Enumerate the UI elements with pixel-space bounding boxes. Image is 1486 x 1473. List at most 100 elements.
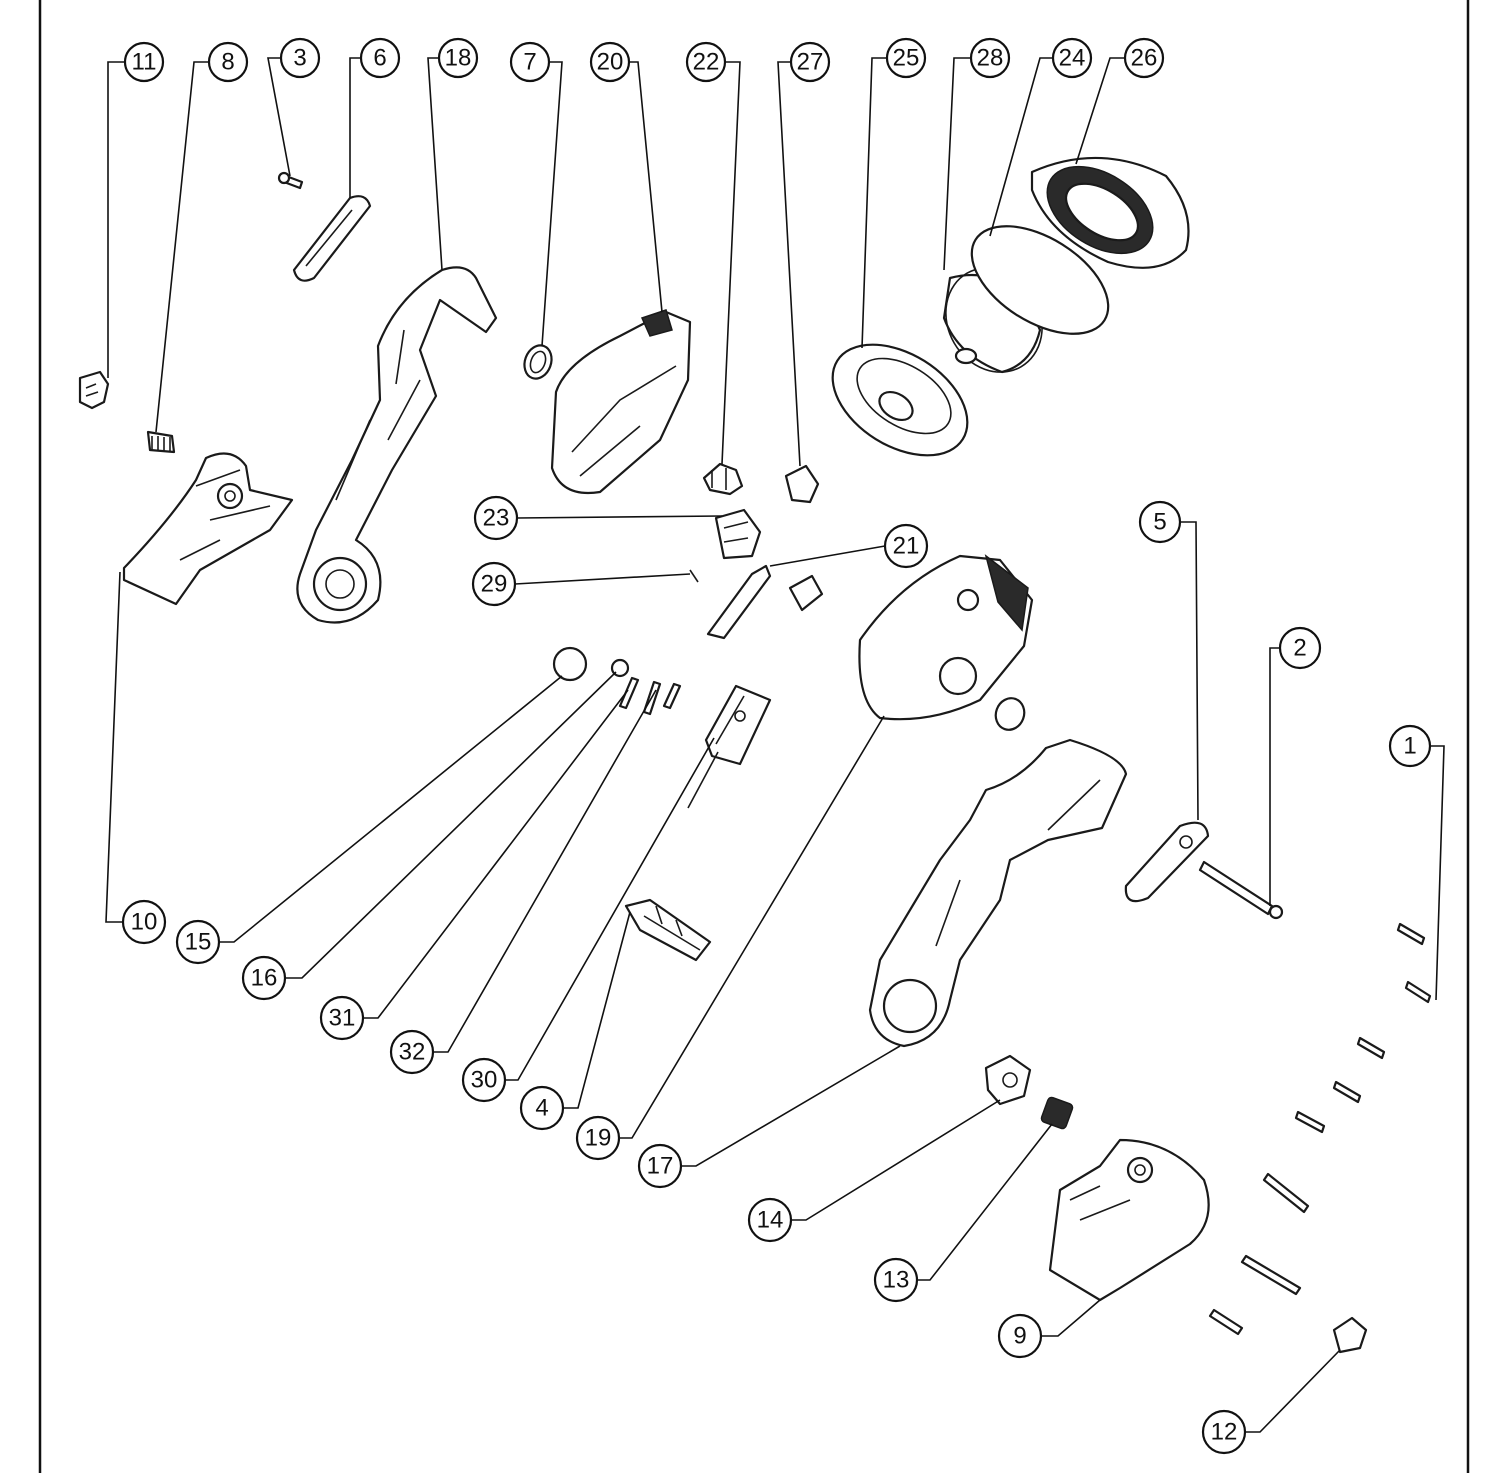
callout-22: 22 — [685, 41, 727, 83]
part-31-32-pins — [618, 676, 682, 716]
leader-line-16 — [285, 671, 617, 979]
svg-text:15: 15 — [185, 929, 212, 956]
callout-21: 21 — [883, 523, 929, 569]
svg-text:18: 18 — [445, 45, 472, 72]
callout-23: 23 — [473, 495, 519, 541]
leader-line-2 — [1269, 647, 1320, 906]
svg-text:32: 32 — [399, 1039, 426, 1066]
svg-text:30: 30 — [471, 1067, 498, 1094]
part-25-lens-ring — [831, 343, 969, 457]
callout-30: 30 — [461, 1057, 507, 1103]
callout-1: 1 — [1388, 724, 1432, 768]
svg-text:4: 4 — [535, 1095, 548, 1122]
callout-7: 7 — [509, 41, 551, 83]
callout-4: 4 — [519, 1085, 565, 1131]
part-17-handle-half — [868, 738, 1128, 1048]
callout-2: 2 — [1278, 626, 1322, 670]
leader-line-14 — [791, 1099, 1001, 1221]
leader-line-30 — [505, 737, 715, 1081]
svg-text:29: 29 — [481, 571, 508, 598]
svg-text:1: 1 — [1403, 733, 1416, 760]
leader-line-13 — [917, 1123, 1053, 1281]
svg-text:11: 11 — [132, 49, 157, 76]
svg-text:31: 31 — [329, 1005, 356, 1032]
svg-text:10: 10 — [131, 909, 158, 936]
leader-line-22 — [721, 61, 741, 465]
leader-line-31 — [363, 689, 629, 1019]
callout-17: 17 — [637, 1143, 683, 1189]
callout-10: 10 — [121, 899, 167, 945]
svg-text:20: 20 — [597, 49, 624, 76]
svg-text:6: 6 — [373, 45, 386, 72]
part-5-cover-plate — [1124, 821, 1210, 903]
callout-20: 20 — [589, 41, 631, 83]
svg-text:17: 17 — [647, 1153, 674, 1180]
part-22-bracket — [702, 462, 744, 496]
callout-13: 13 — [873, 1257, 919, 1303]
leader-line-1 — [1430, 745, 1445, 1001]
svg-text:23: 23 — [483, 505, 510, 532]
callout-32: 32 — [389, 1029, 435, 1075]
part-23-switch — [714, 508, 762, 560]
leader-line-17 — [681, 1045, 901, 1167]
part-18-handle-half — [296, 266, 498, 624]
svg-text:2: 2 — [1293, 635, 1306, 662]
part-20-motor-housing — [550, 309, 692, 494]
callout-18: 18 — [437, 37, 479, 79]
part-10-handle-base — [122, 452, 294, 606]
leader-line-27 — [777, 61, 801, 467]
leader-line-18 — [427, 57, 443, 271]
leader-line-25 — [861, 57, 887, 349]
svg-text:16: 16 — [251, 965, 278, 992]
leader-line-4 — [563, 911, 631, 1109]
part-26-bezel — [1030, 156, 1190, 269]
leader-line-23 — [516, 515, 723, 519]
svg-text:25: 25 — [893, 45, 920, 72]
part-30-circuit-board — [687, 684, 772, 809]
leader-line-11 — [107, 61, 125, 378]
svg-text:14: 14 — [757, 1207, 784, 1234]
svg-text:24: 24 — [1059, 45, 1086, 72]
leader-line-32 — [433, 689, 657, 1053]
svg-text:26: 26 — [1131, 45, 1158, 72]
part-1-screws — [1208, 922, 1432, 1336]
part-2-bolt — [1198, 860, 1284, 920]
leader-line-8 — [155, 61, 209, 433]
callout-29: 29 — [471, 561, 517, 607]
part-14-cap — [984, 1054, 1032, 1106]
leader-line-21 — [769, 545, 886, 567]
leader-line-5 — [1180, 521, 1199, 821]
callout-31: 31 — [319, 995, 365, 1041]
part-3-screw — [277, 171, 304, 190]
leader-line-3 — [267, 57, 291, 177]
part-9-handle-base — [1048, 1138, 1210, 1302]
leader-line-15 — [219, 675, 563, 943]
callout-8: 8 — [207, 41, 249, 83]
part-29-wire — [689, 569, 699, 583]
leader-line-28 — [943, 57, 971, 271]
svg-text:5: 5 — [1153, 509, 1166, 536]
callout-5: 5 — [1138, 500, 1182, 544]
callout-11: 11 — [123, 41, 165, 83]
part-12-endcap — [1332, 1316, 1368, 1354]
leader-line-9 — [1041, 1299, 1101, 1337]
callout-26: 26 — [1123, 37, 1165, 79]
part-4-switch-slide — [624, 898, 712, 962]
leader-line-10 — [105, 571, 123, 923]
svg-text:19: 19 — [585, 1125, 612, 1152]
callout-16: 16 — [241, 955, 287, 1001]
leader-line-24 — [989, 57, 1053, 237]
callout-28: 28 — [969, 37, 1011, 79]
leader-line-29 — [514, 573, 691, 585]
callout-9: 9 — [997, 1313, 1043, 1359]
callout-3: 3 — [279, 37, 321, 79]
callout-6: 6 — [359, 37, 401, 79]
leader-line-6 — [349, 57, 361, 198]
callout-24: 24 — [1051, 37, 1093, 79]
svg-text:3: 3 — [293, 45, 306, 72]
callout-27: 27 — [789, 41, 831, 83]
callout-19: 19 — [575, 1115, 621, 1161]
leader-line-20 — [629, 61, 663, 313]
callout-14: 14 — [747, 1197, 793, 1243]
